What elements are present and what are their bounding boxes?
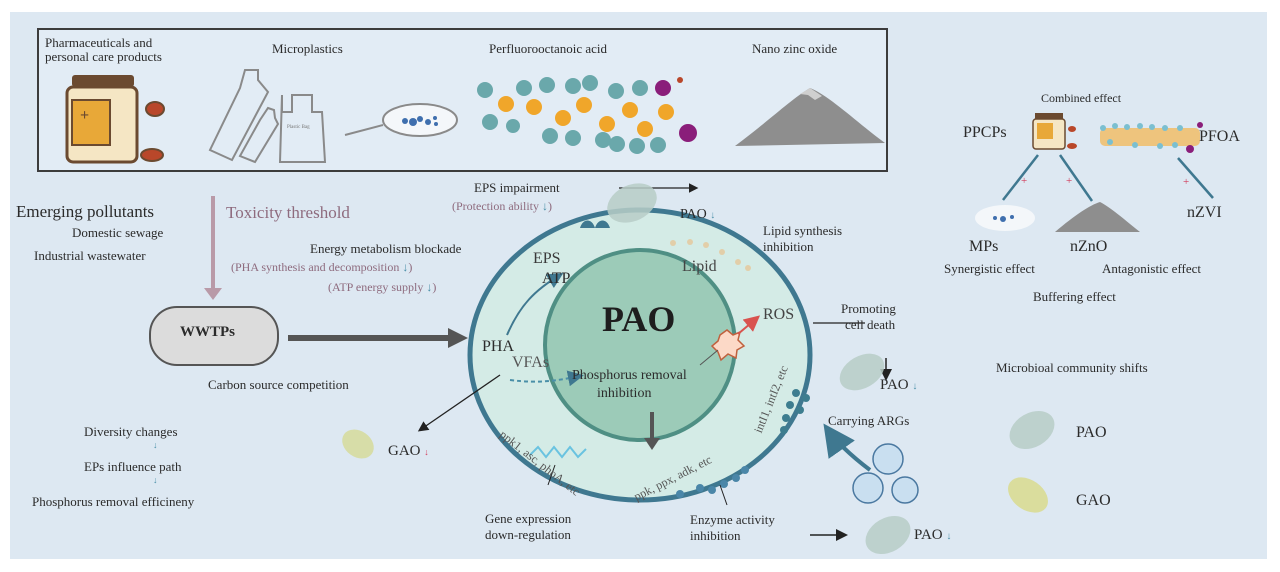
- ppcp-label-line2: personal care products: [45, 49, 162, 64]
- cell-vfas-label: VFAs: [512, 354, 550, 371]
- promoting-line2: cell death: [845, 317, 896, 332]
- cell-title: PAO: [602, 299, 676, 339]
- cell-lipid-label: Lipid: [682, 258, 717, 275]
- decrease-arrow-icon: ↓: [946, 531, 952, 542]
- pao-bacterium-icon: [839, 353, 885, 391]
- gene-expression-line1: Gene expression: [485, 511, 572, 526]
- protection-ability-label: (Protection ability ↓): [452, 199, 552, 213]
- ppcp-label-line1: Pharmaceuticals and: [45, 35, 153, 50]
- emerging-pollutants-label: Emerging pollutants: [16, 202, 155, 221]
- pao-bacterium-icon: [865, 516, 911, 554]
- pill-bottle-icon: +: [65, 75, 165, 164]
- lipid-synthesis-line1: Lipid synthesis: [763, 223, 843, 238]
- plus-sign: +: [1066, 175, 1073, 187]
- community-gao-label: GAO: [1076, 492, 1111, 509]
- nzno-short-label: nZnO: [1070, 238, 1108, 255]
- pao-mid-label: PAO: [880, 377, 909, 393]
- carrying-args-label: Carrying ARGs: [828, 413, 910, 428]
- path-diversity-changes: Diversity changes: [84, 424, 178, 439]
- path-p-removal-efficiency: Phosphorus removal efficineny: [32, 494, 195, 509]
- gene-expression-line2: down-regulation: [485, 527, 571, 542]
- nzvi-label: nZVI: [1187, 204, 1222, 221]
- plus-sign: +: [1183, 176, 1190, 188]
- wwtps-label: WWTPs: [180, 324, 236, 340]
- svg-text:+: +: [80, 107, 89, 124]
- powder-pile-icon: [735, 88, 885, 146]
- community-pao-label: PAO: [1076, 424, 1107, 441]
- atp-supply-label: (ATP energy supply ↓): [328, 280, 437, 294]
- pao-top-label: PAO: [680, 207, 707, 222]
- pfoa-label: Perfluorooctanoic acid: [489, 41, 608, 56]
- pao-bottom-label: PAO: [914, 527, 943, 543]
- pfoa-short-label: PFOA: [1199, 128, 1240, 145]
- antagonistic-effect-label: Antagonistic effect: [1102, 261, 1202, 276]
- pao-bacterium-icon: [1009, 411, 1055, 449]
- plus-sign: +: [1021, 175, 1028, 187]
- path-down-arrow-icon: ↓: [153, 475, 158, 485]
- plastic-bag-text: Plastic Bag: [287, 125, 310, 130]
- nzno-label: Nano zinc oxide: [752, 41, 838, 56]
- gao-label: GAO: [388, 443, 421, 459]
- combined-effect-title: Combined effect: [1041, 91, 1122, 105]
- decrease-arrow-icon: ↓: [912, 381, 918, 392]
- buffering-effect-label: Buffering effect: [1033, 289, 1116, 304]
- enzyme-activity-line1: Enzyme activity: [690, 512, 775, 527]
- cell-ros-label: ROS: [763, 306, 795, 323]
- p-removal-line2: inhibition: [597, 386, 652, 401]
- cell-pha-label: PHA: [482, 338, 515, 355]
- combined-effect-graphic: [975, 113, 1214, 232]
- molecule-chain-icon: [477, 75, 697, 154]
- gao-bacterium-icon: [342, 429, 374, 459]
- eps-impairment-label: EPS impairment: [474, 180, 560, 195]
- energy-blockade-label: Energy metabolism blockade: [310, 241, 462, 256]
- cell-atp-label: ATP: [542, 270, 571, 287]
- microplastics-label: Microplastics: [272, 41, 343, 56]
- mps-label: MPs: [969, 238, 999, 255]
- wwtps-node: [149, 306, 279, 366]
- increase-arrow-icon: ↓: [424, 447, 429, 457]
- pao-bacterium-icon: [607, 183, 657, 223]
- decrease-arrow-icon: ↓: [710, 210, 716, 221]
- path-down-arrow-icon: ↓: [153, 440, 158, 450]
- synergistic-effect-label: Synergistic effect: [944, 261, 1035, 276]
- ppcps-label: PPCPs: [963, 124, 1007, 141]
- community-shifts-title: Microbioal community shifts: [996, 360, 1148, 375]
- cell-eps-label: EPS: [533, 250, 561, 267]
- pha-synthesis-label: (PHA synthesis and decomposition ↓): [231, 260, 413, 274]
- promoting-line1: Promoting: [841, 301, 896, 316]
- toxicity-threshold-label: Toxicity threshold: [226, 203, 350, 222]
- lipid-synthesis-line2: inhibition: [763, 239, 814, 254]
- pollutants-box: [37, 28, 888, 172]
- p-removal-line1: Phosphorus removal: [572, 368, 687, 383]
- industrial-wastewater-label: Industrial wastewater: [34, 248, 146, 263]
- enzyme-activity-line2: inhibition: [690, 528, 741, 543]
- carbon-source-label: Carbon source competition: [208, 377, 349, 392]
- microplastic-particles: [402, 116, 438, 126]
- pao-cell: [467, 207, 813, 503]
- plastic-bottle-bag-icon: [208, 69, 458, 164]
- path-eps-influence: EPs influence path: [84, 459, 182, 474]
- gao-bacterium-icon: [1008, 477, 1048, 513]
- domestic-sewage-label: Domestic sewage: [72, 225, 164, 240]
- args-vesicles-icon: [852, 443, 919, 504]
